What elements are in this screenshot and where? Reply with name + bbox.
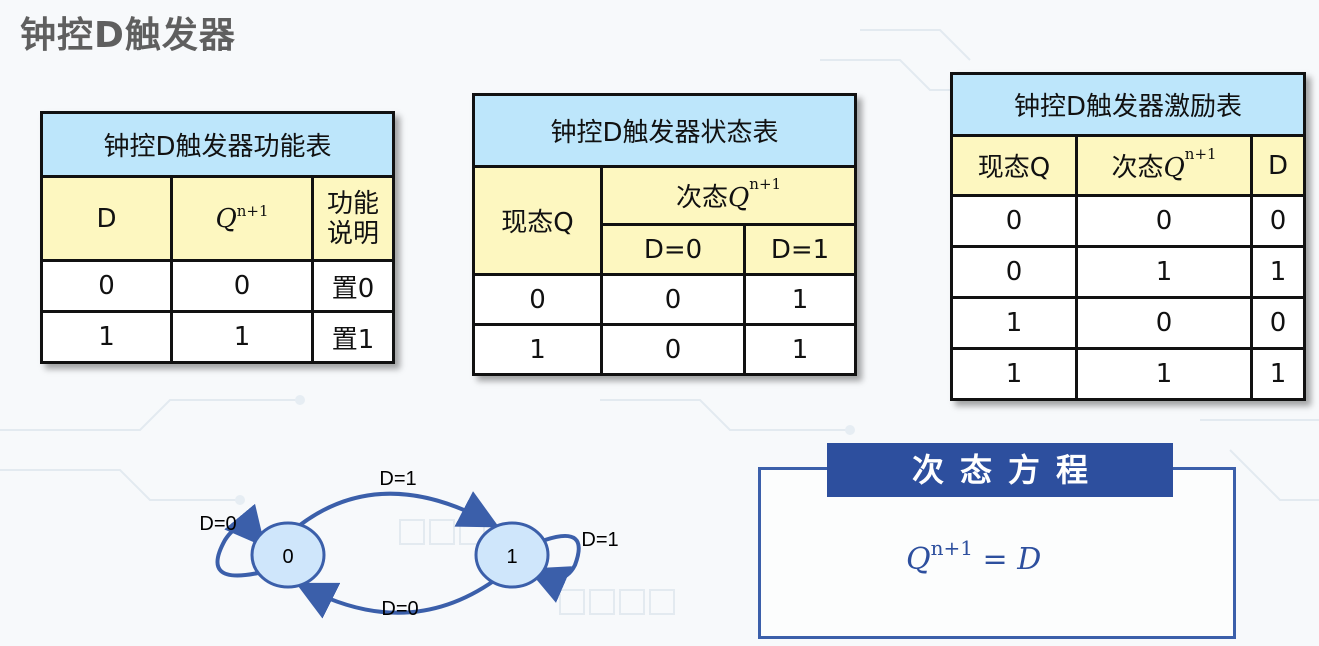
state-label-0: 0	[282, 546, 293, 568]
header-d: D	[1250, 134, 1306, 197]
self-loop-label-0: D=0	[199, 513, 236, 535]
header-description: 功能说明	[311, 175, 395, 262]
page-title: 钟控D触发器	[20, 15, 236, 56]
transition-arrow-0-to-1	[298, 491, 500, 528]
table-row: 0 0 置0	[40, 259, 395, 313]
function-table: 钟控D触发器功能表 D Qn+1 功能说明 0 0 置0 1 1 置1	[40, 111, 395, 364]
self-loop-0	[215, 503, 266, 578]
header-d: D	[40, 175, 173, 262]
equation-header: 次态方程	[827, 443, 1173, 497]
table-row: 0 1 1	[950, 245, 1306, 299]
table-row: 1 0 0	[950, 296, 1306, 350]
self-loop-label-1: D=1	[581, 529, 618, 551]
state-diagram: 0 1 D=1 D=0 D=0 D=1	[199, 468, 618, 620]
function-table-caption: 钟控D触发器功能表	[40, 111, 395, 178]
table-row: 1 1 置1	[40, 310, 395, 364]
table-row: 0 0 0	[950, 194, 1306, 248]
next-state-equation: Qn+1 = D	[906, 536, 1042, 577]
transition-label-bottom: D=0	[381, 598, 418, 620]
self-loop-1	[527, 534, 581, 603]
transition-label-top: D=1	[379, 468, 416, 490]
header-d1: D=1	[743, 223, 857, 276]
header-present-state: 现态Q	[472, 165, 603, 276]
excitation-table-caption: 钟控D触发器激励表	[950, 72, 1306, 137]
header-next-state: 次态Qn+1	[1075, 134, 1253, 197]
table-row: 1 0 1	[472, 323, 857, 376]
state-node-1	[474, 521, 550, 589]
excitation-table: 钟控D触发器激励表 现态Q 次态Qn+1 D 0 0 0 0 1 1 1 0 0…	[950, 72, 1306, 401]
transition-arrow-1-to-0	[295, 578, 497, 619]
table-row: 0 0 1	[472, 273, 857, 326]
header-q-next: Qn+1	[170, 175, 314, 262]
table-row: 1 1 1	[950, 347, 1306, 401]
state-table-caption: 钟控D触发器状态表	[472, 93, 857, 168]
state-label-1: 1	[506, 546, 517, 568]
header-d0: D=0	[600, 223, 746, 276]
state-node-0	[250, 521, 326, 589]
header-next-state: 次态Qn+1	[600, 165, 857, 226]
state-table: 钟控D触发器状态表 现态Q 次态Qn+1 D=0 D=1 0 0 1 1 0 1	[472, 93, 857, 376]
header-present-state: 现态Q	[950, 134, 1078, 197]
